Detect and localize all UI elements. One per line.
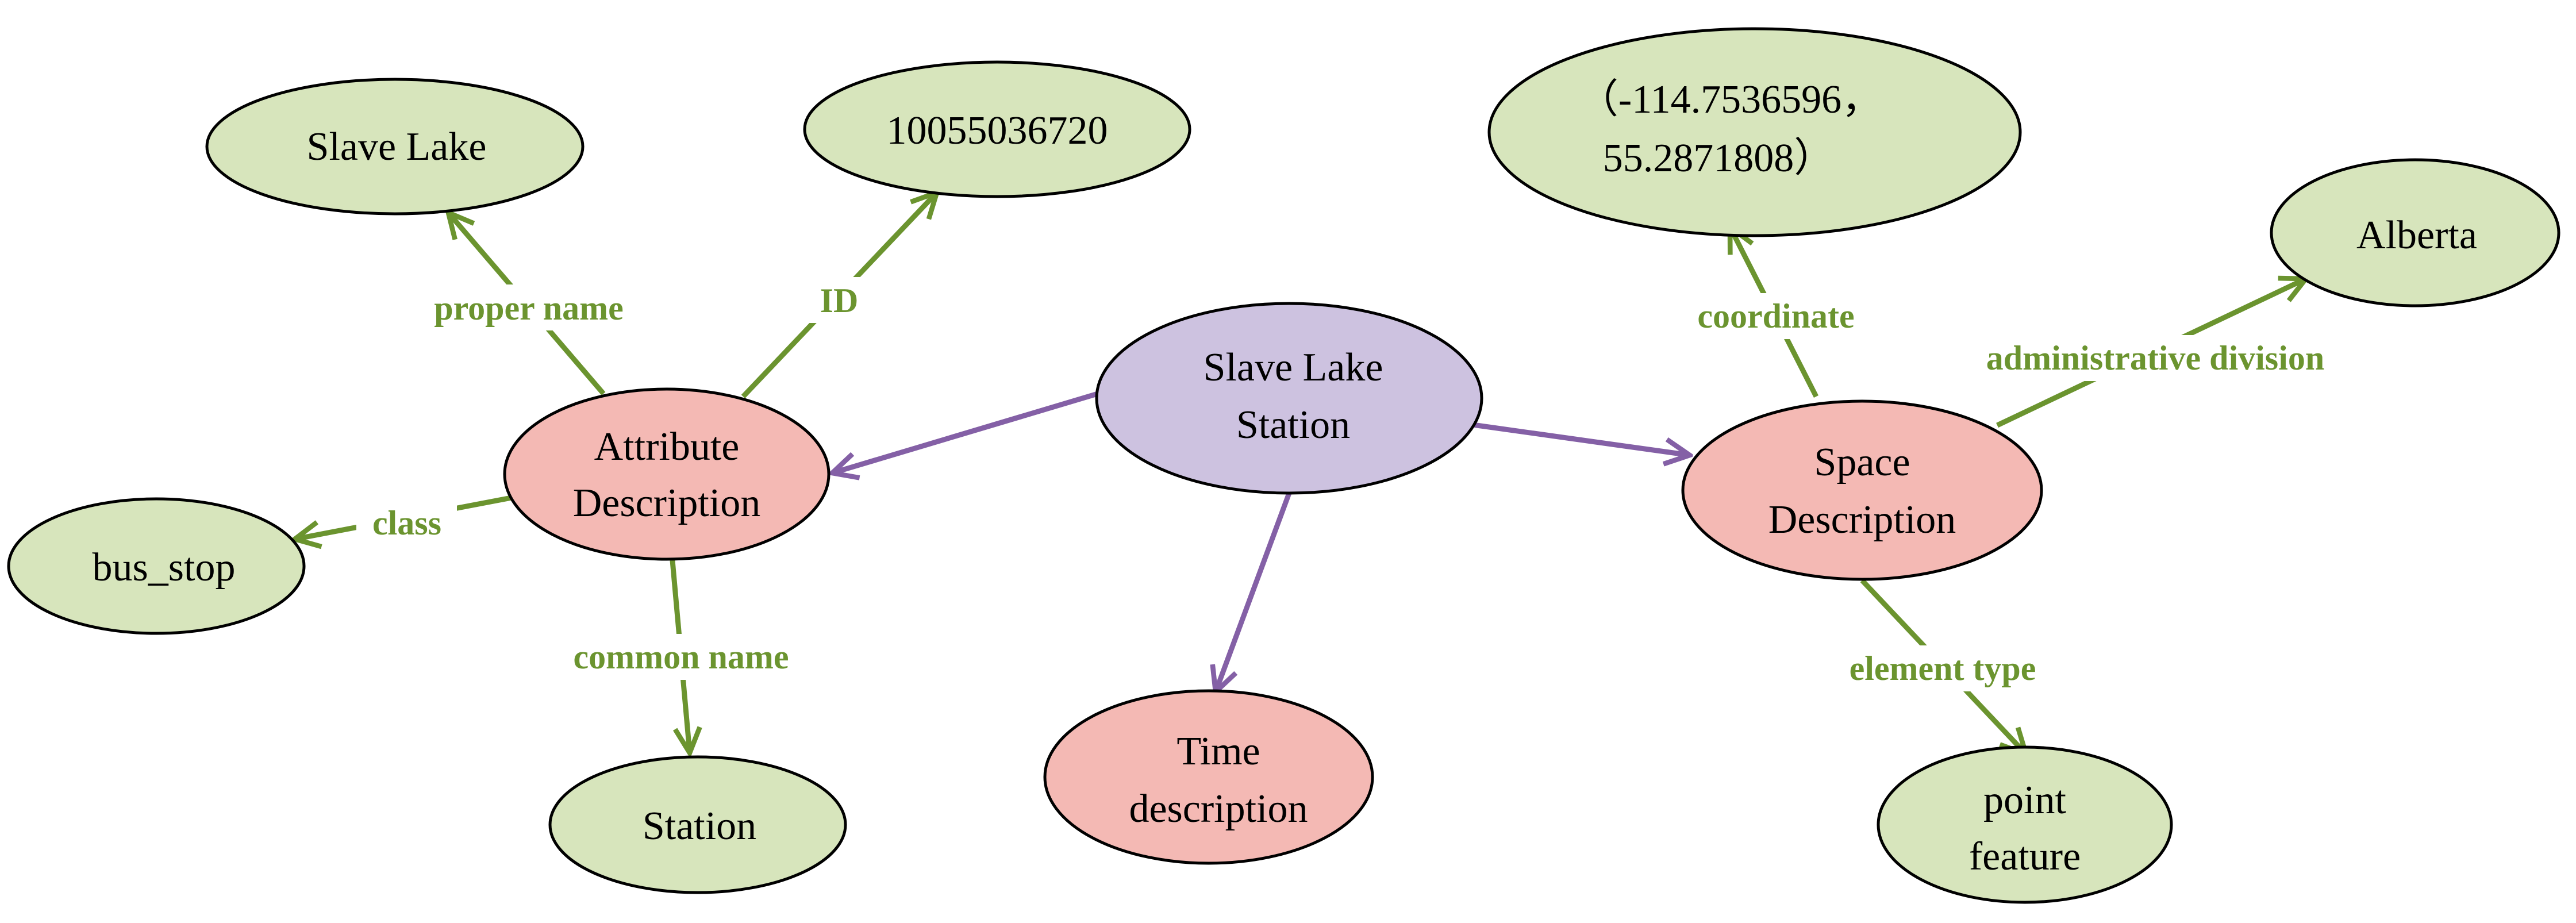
edge-label-common-name: common name — [537, 634, 825, 680]
svg-text:Station: Station — [1236, 403, 1350, 447]
svg-text:55.2871808）: 55.2871808） — [1603, 136, 1835, 180]
edge-label-coordinate: coordinate — [1673, 293, 1879, 339]
svg-text:administrative division: administrative division — [1986, 339, 2324, 377]
node-time-description: Time description — [1043, 689, 1374, 865]
svg-text:element type: element type — [1850, 649, 2036, 687]
svg-text:Slave Lake: Slave Lake — [1204, 345, 1383, 390]
node-attribute-description: Attribute Description — [503, 387, 831, 561]
svg-text:feature: feature — [1969, 834, 2081, 879]
edge-center-to-space — [1472, 422, 1690, 455]
node-bus-stop: bus_stop — [7, 497, 306, 635]
svg-text:point: point — [1983, 778, 2066, 822]
node-alberta: Alberta — [2270, 158, 2560, 307]
svg-text:description: description — [1129, 787, 1308, 831]
svg-text:coordinate: coordinate — [1697, 297, 1854, 335]
edge-label-class: class — [356, 500, 457, 546]
node-station: Station — [548, 755, 847, 894]
node-coordinate-value: （-114.7536596， 55.2871808） — [1487, 27, 2022, 237]
svg-text:Attribute: Attribute — [594, 425, 740, 469]
node-space-description: Space Description — [1681, 399, 2043, 581]
svg-text:Description: Description — [1768, 498, 1956, 542]
svg-text:Station: Station — [643, 804, 756, 848]
svg-text:Slave Lake: Slave Lake — [307, 125, 487, 169]
edge-label-administrative-division: administrative division — [1934, 335, 2377, 381]
svg-text:（-114.7536596，: （-114.7536596， — [1578, 78, 1882, 122]
node-id-value: 10055036720 — [803, 60, 1191, 198]
edge-label-element-type: element type — [1819, 645, 2066, 691]
svg-text:proper name: proper name — [434, 289, 623, 327]
node-slave-lake-station: Slave Lake Station — [1095, 302, 1483, 495]
edge-label-id: ID — [805, 277, 874, 323]
node-slave-lake: Slave Lake — [205, 78, 585, 216]
svg-text:10055036720: 10055036720 — [887, 109, 1108, 153]
svg-text:class: class — [372, 504, 441, 542]
edge-label-proper-name: proper name — [402, 284, 655, 330]
svg-text:ID: ID — [820, 282, 859, 320]
edge-center-to-attribute — [832, 391, 1099, 473]
edge-center-to-time — [1216, 492, 1292, 692]
svg-text:Description: Description — [573, 481, 761, 525]
svg-text:bus_stop: bus_stop — [93, 545, 236, 590]
svg-text:Alberta: Alberta — [2356, 213, 2477, 257]
node-point-feature: point feature — [1877, 745, 2173, 904]
svg-text:common name: common name — [574, 638, 789, 676]
svg-text:Time: Time — [1176, 729, 1260, 774]
svg-text:Space: Space — [1814, 440, 1910, 484]
